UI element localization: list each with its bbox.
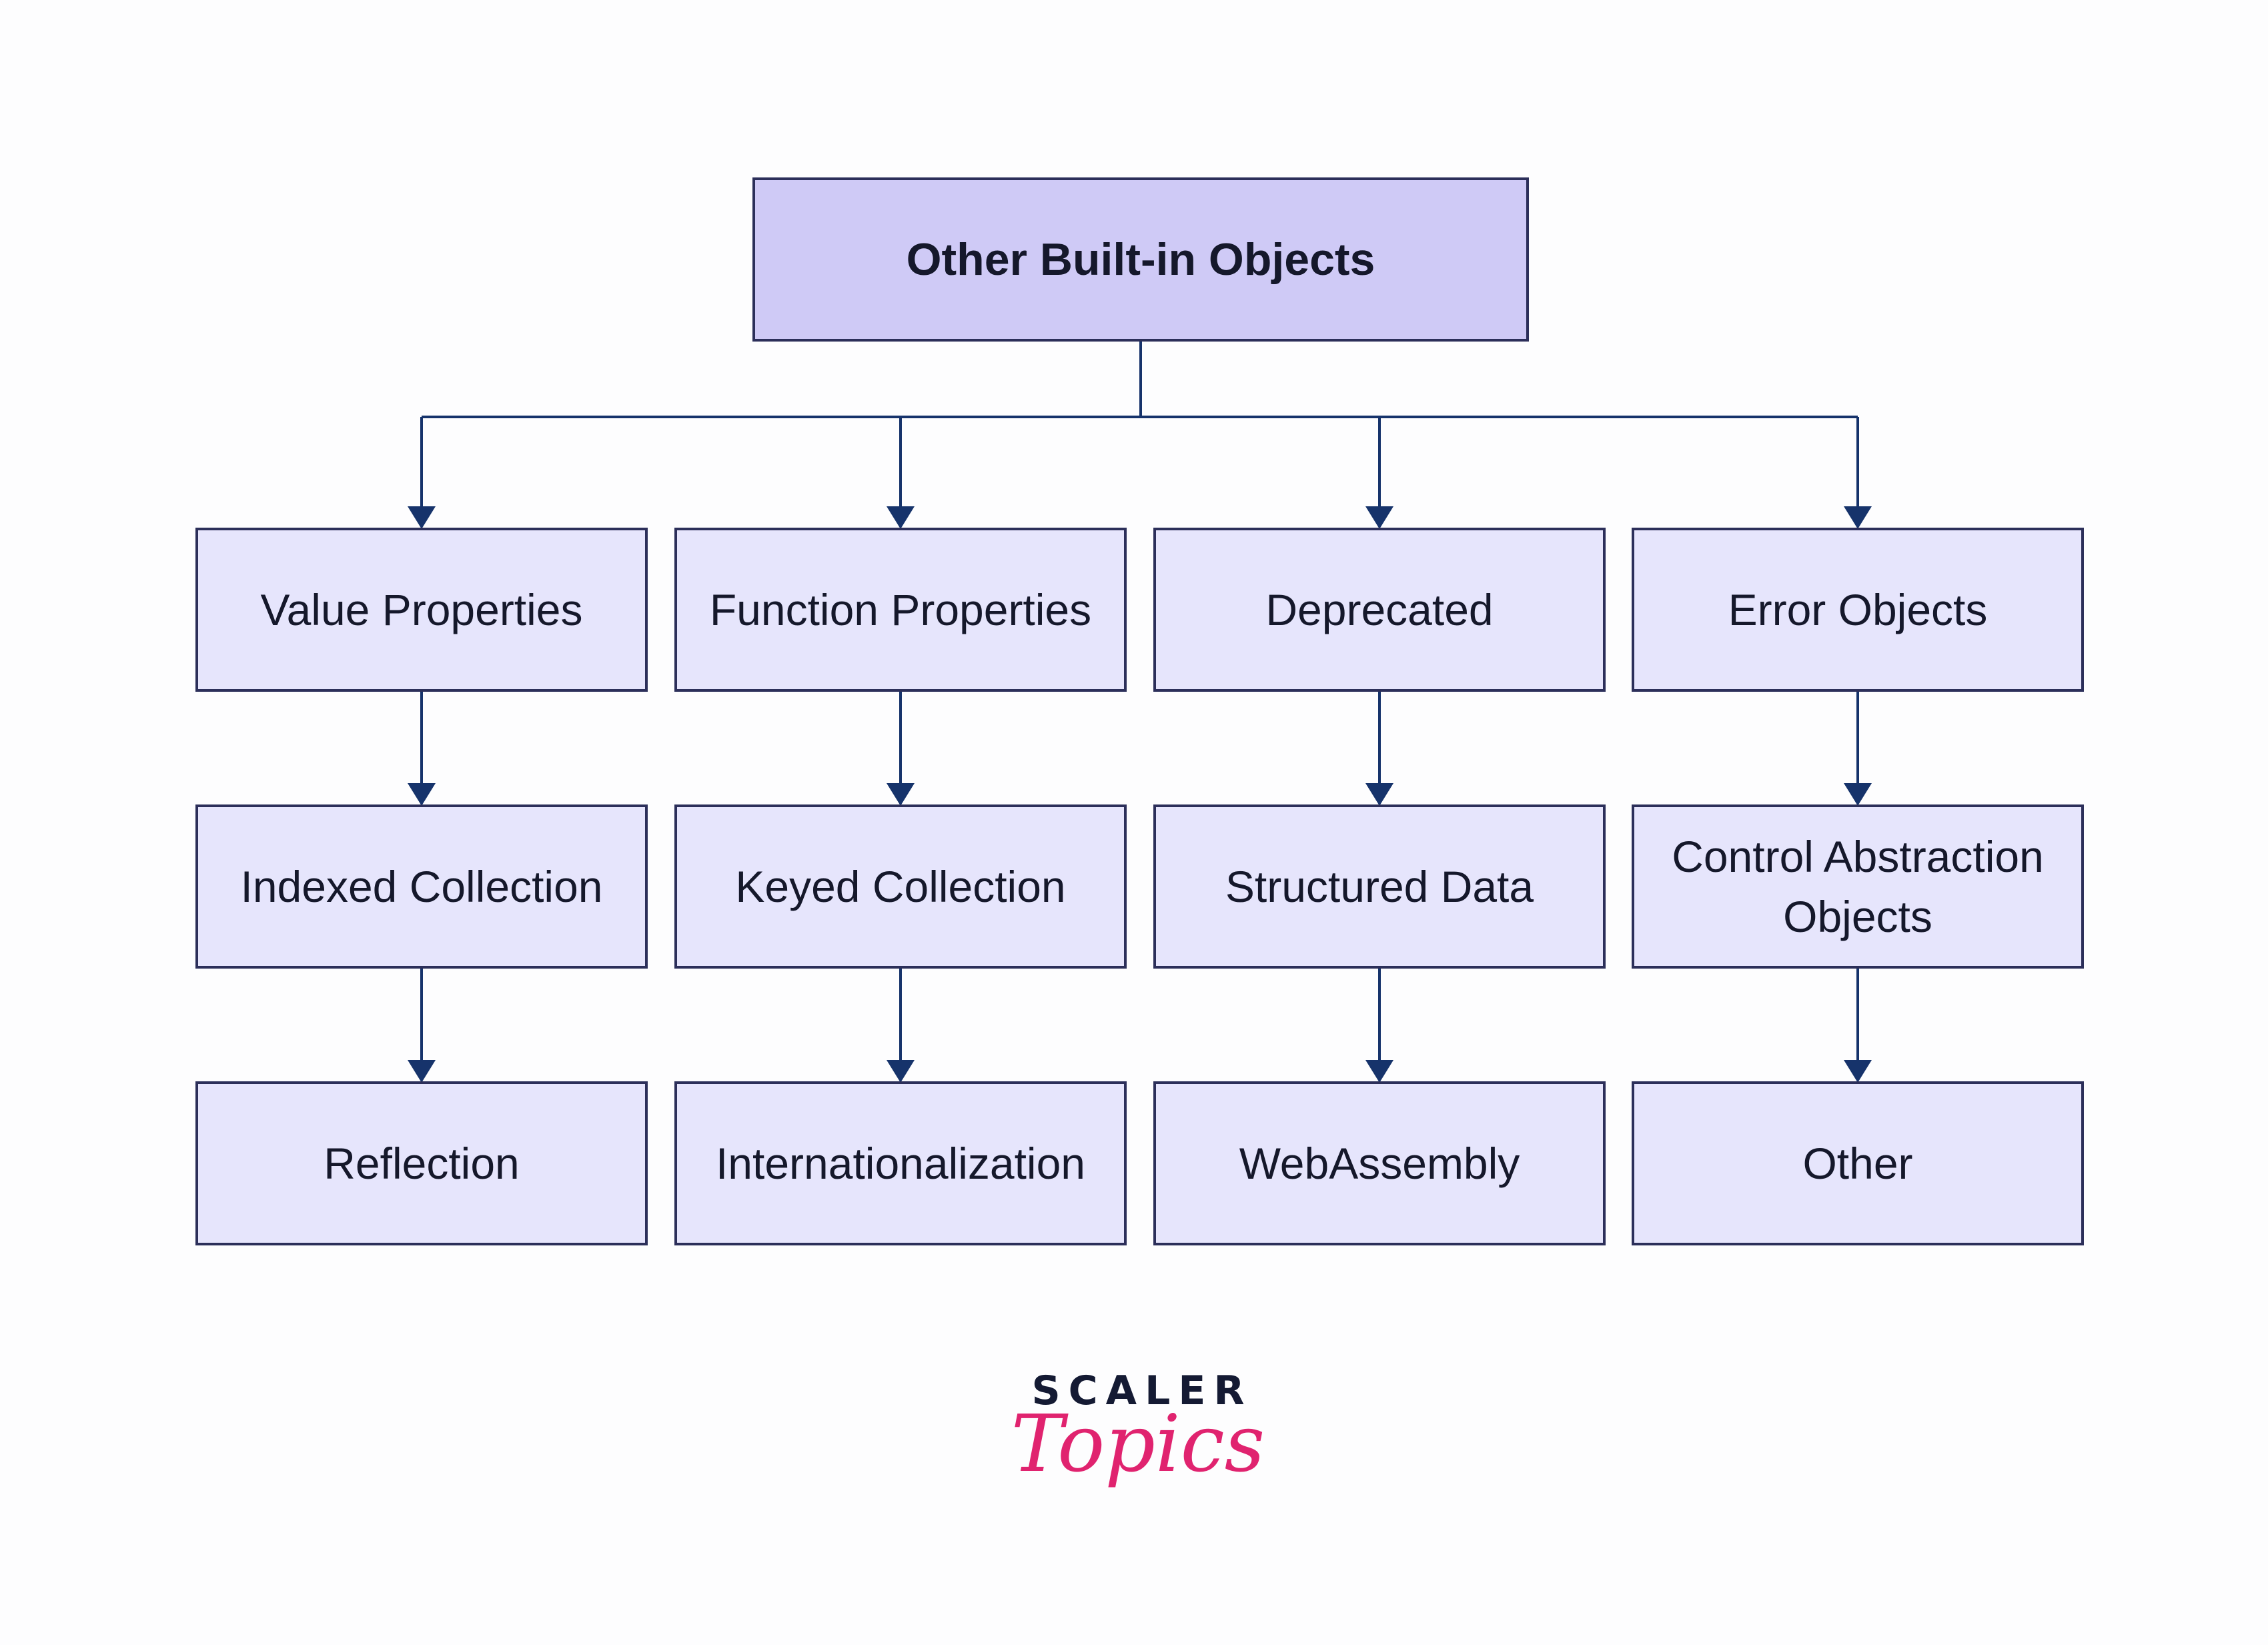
logo-scaler-text: SCALER	[1031, 1367, 1252, 1414]
node-webassembly: WebAssembly	[1153, 1081, 1606, 1245]
node-internationalization-label: Internationalization	[716, 1139, 1085, 1188]
arrowhead-col-3-row-2	[1844, 1060, 1872, 1083]
node-value-properties-box	[195, 528, 648, 692]
node-error-objects-box	[1632, 528, 2084, 692]
node-error-objects: Error Objects	[1632, 528, 2084, 692]
arrowhead-col-1-row-1	[887, 783, 915, 806]
arrowhead-col-0-row-0	[408, 506, 436, 529]
node-error-objects-label: Error Objects	[1728, 585, 1988, 634]
node-structured-data-box	[1153, 804, 1606, 969]
node-internationalization: Internationalization	[674, 1081, 1127, 1245]
arrowhead-col-3-row-1	[1844, 783, 1872, 806]
node-keyed-collection-label: Keyed Collection	[735, 862, 1065, 911]
arrowhead-col-0-row-2	[408, 1060, 436, 1083]
connector-layer	[408, 340, 1872, 1083]
node-deprecated: Deprecated	[1153, 528, 1606, 692]
arrowhead-col-1-row-2	[887, 1060, 915, 1083]
root-node: Other Built-in Objects	[752, 177, 1529, 342]
scaler-topics-logo: SCALER Topics	[1011, 1367, 1265, 1490]
node-function-properties-box	[674, 528, 1127, 692]
arrowhead-col-0-row-1	[408, 783, 436, 806]
node-reflection: Reflection	[195, 1081, 648, 1245]
node-deprecated-label: Deprecated	[1265, 585, 1493, 634]
node-keyed-collection: Keyed Collection	[674, 804, 1127, 969]
node-reflection-label: Reflection	[324, 1139, 520, 1188]
node-function-properties-label: Function Properties	[710, 585, 1091, 634]
arrowhead-col-3-row-0	[1844, 506, 1872, 529]
node-value-properties-label: Value Properties	[260, 585, 582, 634]
node-webassembly-label: WebAssembly	[1239, 1139, 1520, 1188]
node-keyed-collection-box	[674, 804, 1127, 969]
node-internationalization-box	[674, 1081, 1127, 1245]
node-indexed-collection: Indexed Collection	[195, 804, 648, 969]
node-deprecated-box	[1153, 528, 1606, 692]
node-webassembly-box	[1153, 1081, 1606, 1245]
node-indexed-collection-box	[195, 804, 648, 969]
root-node-label: Other Built-in Objects	[907, 234, 1375, 285]
arrowhead-col-2-row-0	[1365, 506, 1393, 529]
arrowhead-col-2-row-1	[1365, 783, 1393, 806]
node-indexed-collection-label: Indexed Collection	[240, 862, 602, 911]
logo-topics-text: Topics	[1011, 1398, 1265, 1490]
root-node-box	[752, 177, 1529, 342]
node-control-abstraction-objects-box	[1632, 804, 2084, 969]
node-function-properties: Function Properties	[674, 528, 1127, 692]
arrowhead-col-2-row-2	[1365, 1060, 1393, 1083]
node-other-box	[1632, 1081, 2084, 1245]
node-other-label: Other	[1802, 1139, 1912, 1188]
node-structured-data: Structured Data	[1153, 804, 1606, 969]
node-control-abstraction-objects-label: Control Abstraction	[1672, 832, 2044, 881]
node-control-abstraction-objects-label: Objects	[1783, 892, 1932, 941]
node-other: Other	[1632, 1081, 2084, 1245]
node-reflection-box	[195, 1081, 648, 1245]
node-value-properties: Value Properties	[195, 528, 648, 692]
arrowhead-col-1-row-0	[887, 506, 915, 529]
node-structured-data-label: Structured Data	[1225, 862, 1534, 911]
